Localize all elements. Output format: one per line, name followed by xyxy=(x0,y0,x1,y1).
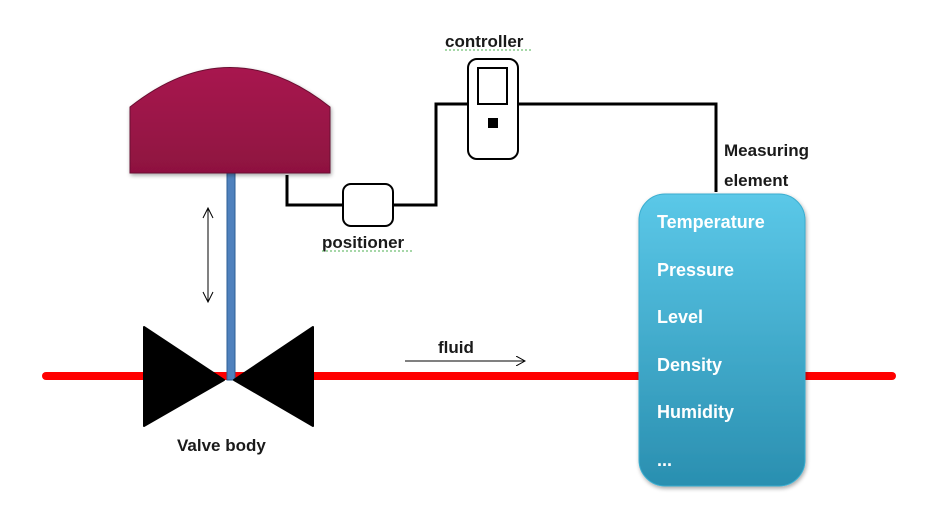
controller-indicator xyxy=(488,118,498,128)
valve-body-right xyxy=(233,326,314,427)
valve-body-left xyxy=(143,326,225,427)
variable-temperature: Temperature xyxy=(657,212,765,232)
measuring-element-label-line1: Measuring xyxy=(724,141,809,160)
actuator-to-positioner-line xyxy=(285,175,343,207)
positioner-to-controller-line xyxy=(393,102,468,207)
actuator-diaphragm xyxy=(129,67,331,174)
variable-ellipsis: ... xyxy=(657,450,672,470)
controller-display xyxy=(477,67,508,105)
positioner-label: positioner xyxy=(322,233,405,252)
stem-travel-arrow-bottom-head xyxy=(202,291,214,304)
variable-level: Level xyxy=(657,307,703,327)
valve-body-label: Valve body xyxy=(177,436,266,455)
variable-pressure: Pressure xyxy=(657,260,734,280)
measuring-element-vessel xyxy=(638,193,806,487)
variable-humidity: Humidity xyxy=(657,402,734,422)
valve-stem xyxy=(226,171,236,381)
controller-to-sensor-line xyxy=(518,102,718,192)
positioner-box xyxy=(342,183,394,227)
fluid-label: fluid xyxy=(438,338,474,357)
variable-density: Density xyxy=(657,355,722,375)
measuring-element-label-line2: element xyxy=(724,171,789,190)
measured-variables-list: Temperature Pressure Level Density Humid… xyxy=(657,212,765,470)
stem-travel-arrow-top-head xyxy=(202,206,214,219)
controller-label: controller xyxy=(445,32,524,51)
